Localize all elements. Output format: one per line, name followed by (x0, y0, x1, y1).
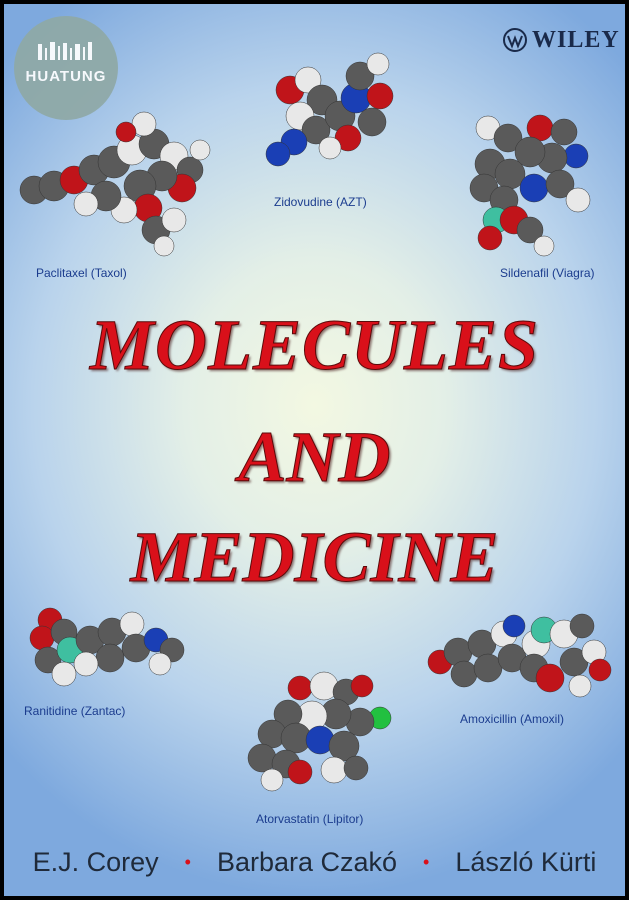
publisher-name: WILEY (532, 26, 620, 53)
amoxicillin-label: Amoxicillin (Amoxil) (460, 712, 565, 726)
publisher-logo: WILEY (502, 26, 620, 54)
ranitidine-molecule-image (29, 607, 185, 687)
atorvastatin-label: Atorvastatin (Lipitor) (256, 812, 364, 826)
author-2: Barbara Czakó (216, 846, 398, 877)
paclitaxel-molecule-image (19, 111, 211, 257)
zidovudine-label: Zidovudine (AZT) (274, 195, 367, 209)
watermark-badge: HUATUNG (14, 16, 118, 120)
title-line-2: AND (238, 417, 391, 498)
barcode-icon (38, 42, 92, 60)
sildenafil-label: Sildenafil (Viagra) (500, 266, 595, 280)
wiley-emblem-icon (503, 28, 527, 52)
author-1: E.J. Corey (32, 846, 159, 877)
title-line-3: MEDICINE (130, 517, 499, 598)
paclitaxel-label: Paclitaxel (Taxol) (36, 266, 127, 280)
atorvastatin-molecule-image (247, 671, 392, 792)
amoxicillin-molecule-image (427, 613, 612, 698)
authors-line: E.J. Corey • Barbara Czakó • László Kürt… (4, 842, 625, 882)
author-separator: • (423, 851, 430, 872)
book-cover: HUATUNG WILEY (4, 4, 625, 896)
watermark-text: HUATUNG (25, 68, 107, 85)
author-3: László Kürti (455, 846, 597, 877)
ranitidine-label: Ranitidine (Zantac) (24, 704, 126, 718)
author-separator: • (184, 851, 191, 872)
title-line-1: MOLECULES (89, 305, 540, 386)
zidovudine-molecule-image (265, 52, 394, 167)
sildenafil-molecule-image (469, 114, 591, 257)
